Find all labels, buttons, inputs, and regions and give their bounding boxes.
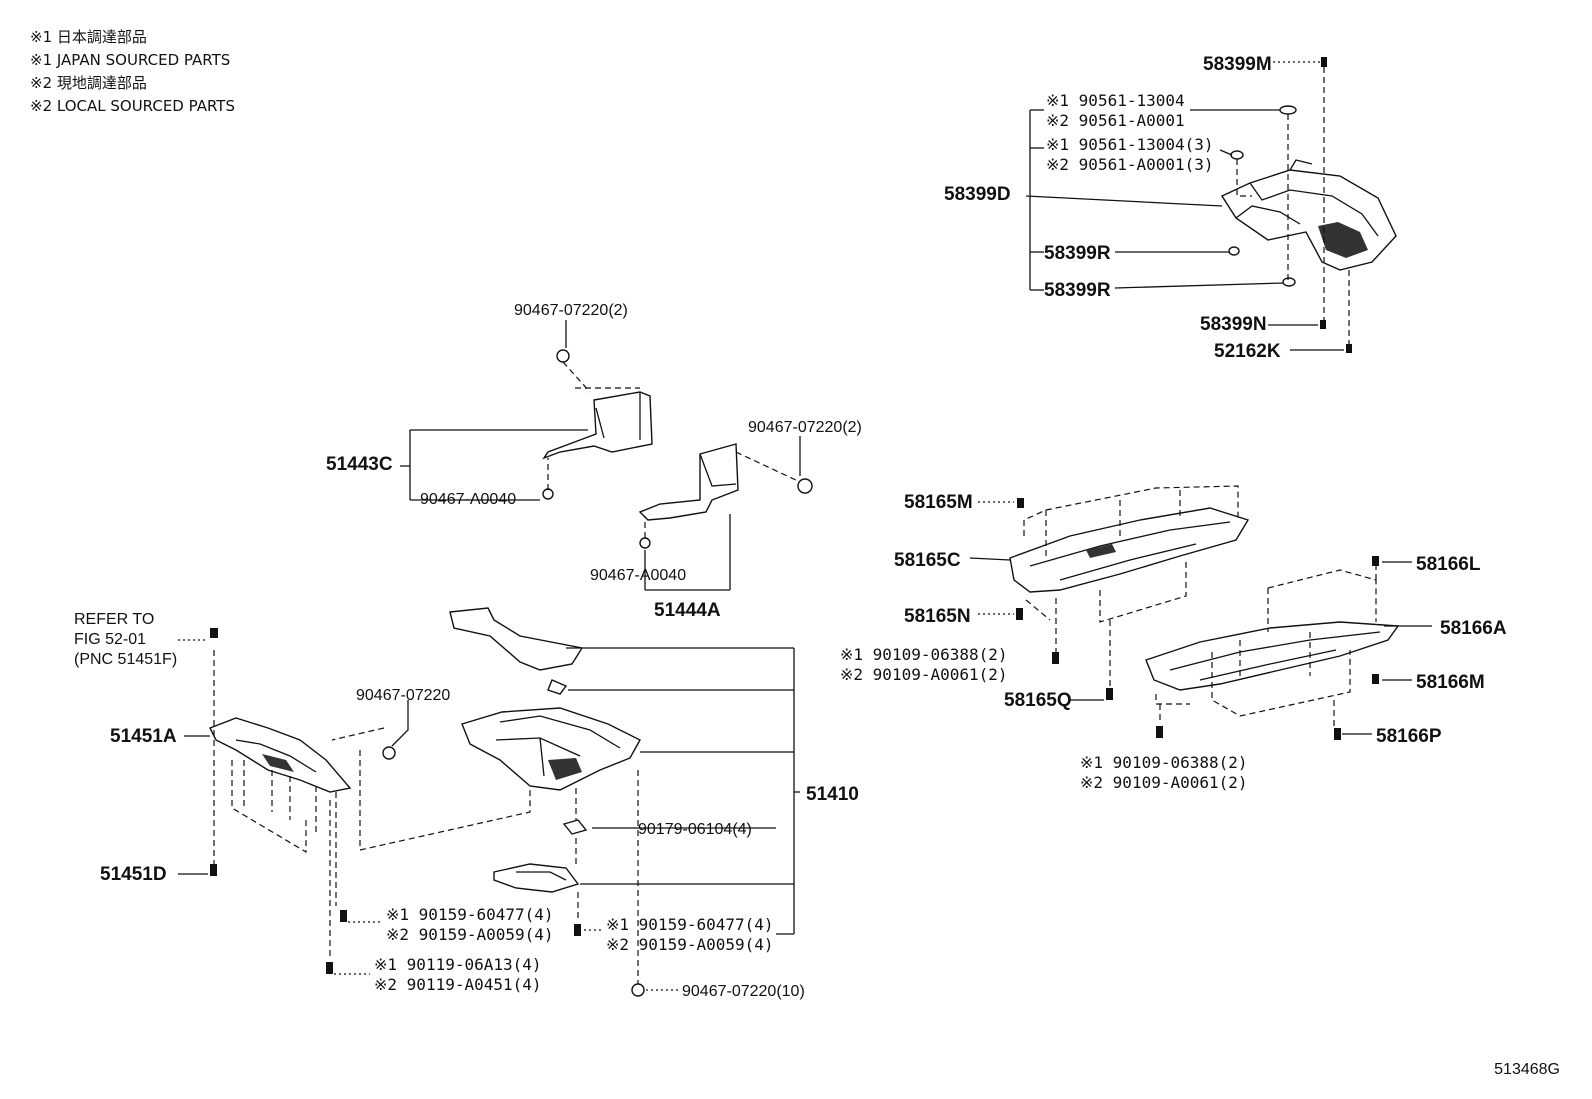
- label-58166M: 58166M: [1416, 672, 1485, 693]
- label-58165N: 58165N: [904, 606, 971, 627]
- label-90159-A0059-left: ※2 90159-A0059(4): [386, 925, 554, 944]
- label-refer-fig: FIG 52-01: [74, 631, 146, 648]
- label-58399M: 58399M: [1203, 54, 1272, 75]
- label-refer-to: REFER TO: [74, 611, 154, 628]
- label-58166P: 58166P: [1376, 726, 1442, 747]
- center-floor-cover-group: 58165M 58165C 58165N ※1 90109-06388(2) ※…: [840, 485, 1250, 711]
- label-90561-A0001-3: ※2 90561-A0001(3): [1046, 155, 1214, 174]
- legend-line: ※1 JAPAN SOURCED PARTS: [30, 51, 231, 69]
- label-90467-07220-2-top: 90467-07220(2): [514, 302, 628, 319]
- label-90119-06A13: ※1 90119-06A13(4): [374, 955, 542, 974]
- label-51410: 51410: [806, 784, 859, 805]
- label-refer-pnc: (PNC 51451F): [74, 651, 177, 668]
- label-51444A: 51444A: [654, 600, 721, 621]
- label-90159-A0059-right: ※2 90159-A0059(4): [606, 935, 774, 954]
- label-90467-07220-front: 90467-07220: [356, 687, 450, 704]
- rear-floor-cover-group: 58166L 58166A 58166M 58166P ※1 90109-063…: [1080, 554, 1507, 792]
- rear-cover-assembly: 58399M ※1 90561-13004 ※2 90561-A0001 ※1 …: [944, 54, 1397, 362]
- label-90561-13004-3: ※1 90561-13004(3): [1046, 135, 1214, 154]
- label-58166A: 58166A: [1440, 618, 1507, 639]
- label-58165M: 58165M: [904, 492, 973, 513]
- label-90467-07220-2-right: 90467-07220(2): [748, 419, 862, 436]
- label-51451A: 51451A: [110, 726, 177, 747]
- label-51451D: 51451D: [100, 864, 167, 885]
- label-58399R-upper: 58399R: [1044, 243, 1111, 264]
- label-90159-60477-right: ※1 90159-60477(4): [606, 915, 774, 934]
- label-90179-06104: 90179-06104(4): [638, 821, 752, 838]
- label-58399N: 58399N: [1200, 314, 1267, 335]
- label-90109-A0061-upper: ※2 90109-A0061(2): [840, 665, 1008, 684]
- label-90159-60477-left: ※1 90159-60477(4): [386, 905, 554, 924]
- label-90561-13004: ※1 90561-13004: [1046, 91, 1185, 110]
- legend-line: ※2 現地調達部品: [30, 74, 147, 92]
- figure-reference-number: 513468G: [1494, 1061, 1560, 1078]
- label-52162K: 52162K: [1214, 341, 1281, 362]
- side-bracket-group: 90467-07220(2) 51443C 90467-A0040 90467-…: [326, 302, 862, 621]
- label-90467-07220-10: 90467-07220(10): [682, 983, 805, 1000]
- sourcing-legend: ※1 日本調達部品 ※1 JAPAN SOURCED PARTS ※2 現地調達…: [30, 26, 235, 118]
- label-90109-06388-lower: ※1 90109-06388(2): [1080, 753, 1248, 772]
- label-90561-A0001: ※2 90561-A0001: [1046, 111, 1185, 130]
- label-58165C: 58165C: [894, 550, 961, 571]
- legend-line: ※1 日本調達部品: [30, 28, 147, 46]
- label-90109-A0061-lower: ※2 90109-A0061(2): [1080, 773, 1248, 792]
- label-58165Q: 58165Q: [1004, 690, 1072, 711]
- label-90467-A0040-lower: 90467-A0040: [590, 567, 686, 584]
- engine-under-cover-group: 51410 90179-06104(4) ※1 90159-60477(4) ※…: [449, 607, 859, 1000]
- legend-line: ※2 LOCAL SOURCED PARTS: [30, 97, 235, 115]
- label-90467-A0040-upper: 90467-A0040: [420, 491, 516, 508]
- label-51443C: 51443C: [326, 454, 393, 475]
- label-90119-A0451: ※2 90119-A0451(4): [374, 975, 542, 994]
- label-90109-06388-upper: ※1 90109-06388(2): [840, 645, 1008, 664]
- label-58166L: 58166L: [1416, 554, 1481, 575]
- front-cover-group: REFER TO FIG 52-01 (PNC 51451F) 90467-07…: [74, 611, 554, 994]
- label-58399D: 58399D: [944, 184, 1011, 205]
- label-58399R-lower: 58399R: [1044, 280, 1111, 301]
